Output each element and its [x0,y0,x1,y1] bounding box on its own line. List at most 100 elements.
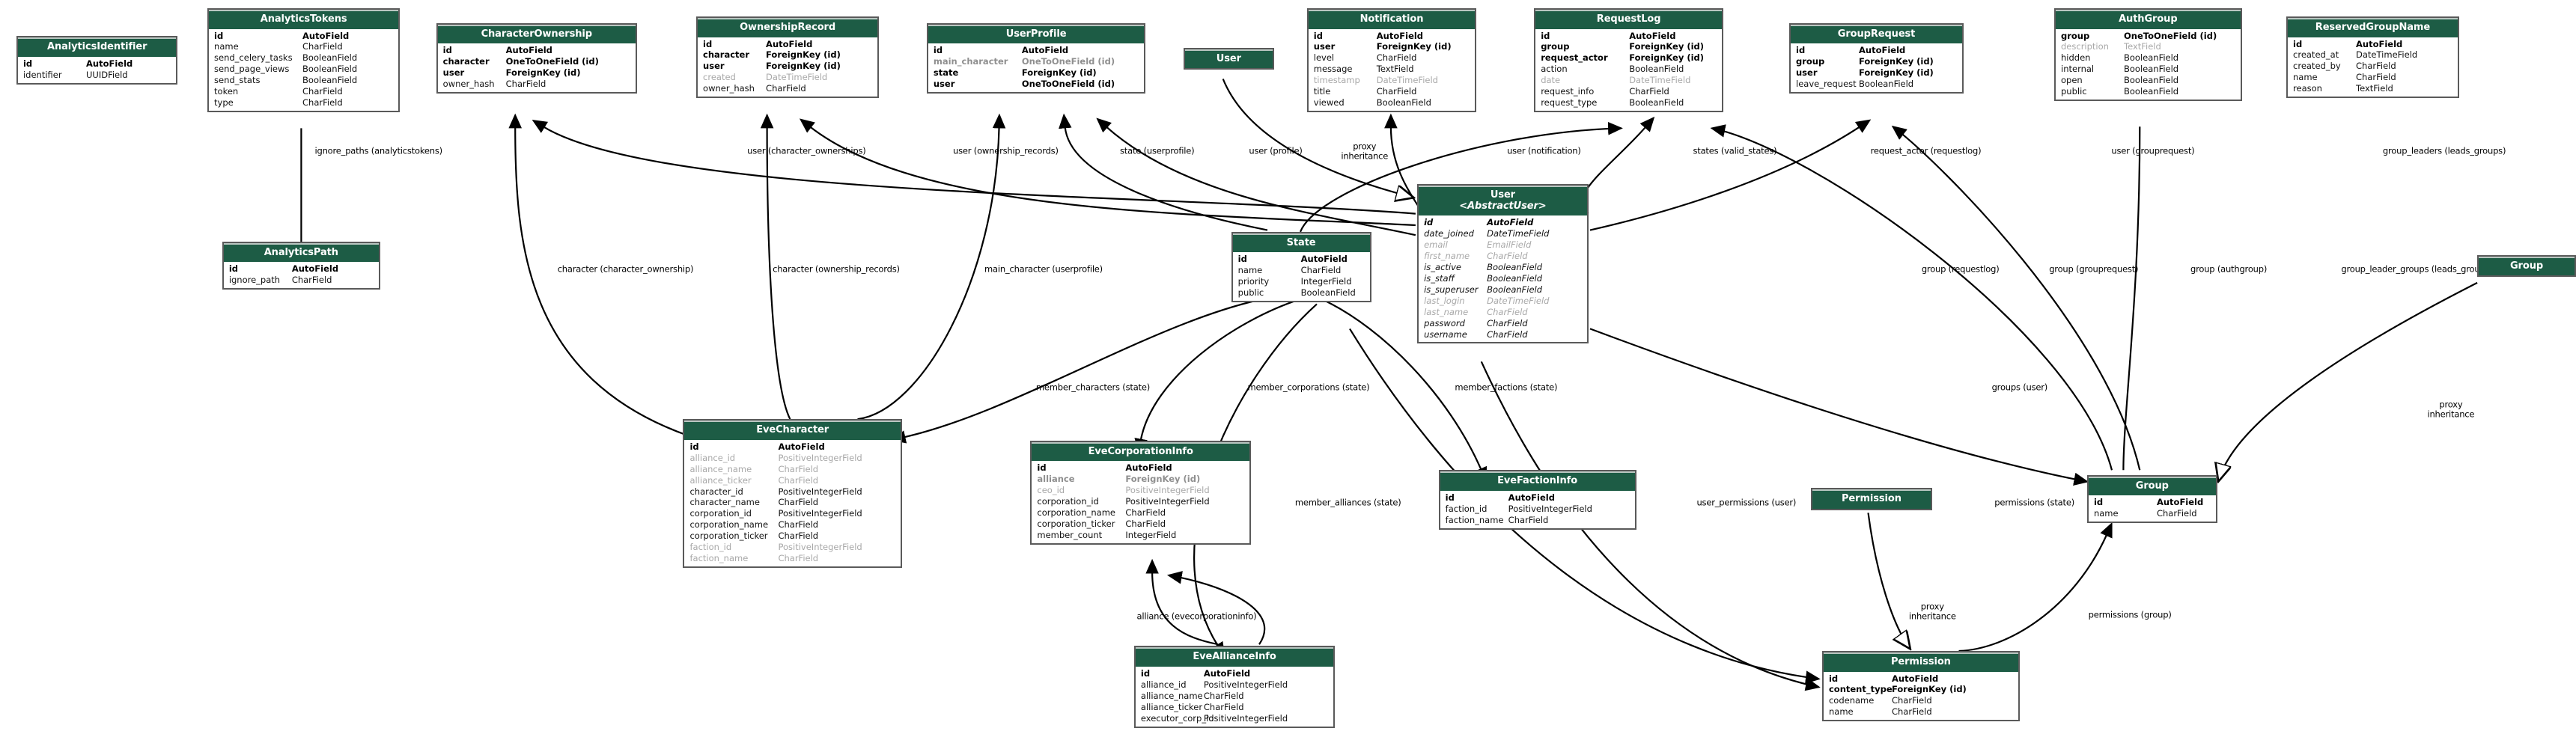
table-name: EveCharacter [756,424,829,436]
table-title-analyticstokens: AnalyticsTokens [209,9,399,29]
field-type: CharField [766,83,806,94]
edge-label: user (profile) [1249,145,1303,156]
field-type: CharField [2356,72,2396,83]
field-type: CharField [1508,514,1549,525]
model-table-group-proxy-far[interactable]: Group [2477,254,2576,278]
field-name: id [689,441,699,452]
field-type: CharField [1487,250,1528,261]
field-name: id [442,45,452,56]
edge-label: user_permissions (user) [1696,497,1797,508]
field-name: ignore_path [228,275,281,286]
edge-evecorporationinfo-to-eveallianceinfo [1145,558,1218,645]
field-name: state [933,67,959,79]
table-name: GroupRequest [1837,28,1916,40]
field-type: PositiveIntegerField [1125,496,1210,507]
edge-label: request_actor (requestlog) [1870,145,1982,156]
field-name: hidden [2061,52,2091,64]
field-type: ForeignKey (id) [1891,684,1967,695]
field-name: date_joined [1424,228,1474,239]
table-title-authgroup: AuthGroup [2056,9,2241,29]
field-name: leave_request [1796,79,1857,90]
field-name: public [2061,86,2087,97]
field-type: BooleanField [302,75,358,86]
edge-label-line: proxy [1920,601,1944,612]
field-name: id [1140,667,1151,679]
field-type: BooleanField [302,64,358,75]
field-type: BooleanField [2124,64,2179,75]
table-title-permission-proxy: Permission [1812,489,1931,510]
edge-userprofile-to-state [1059,113,1267,230]
table-title-userprofile: UserProfile [928,24,1145,44]
field-type: AutoField [302,30,350,41]
field-name: open [2061,75,2083,86]
table-name: AuthGroup [2119,13,2178,25]
field-name: alliance_name [1140,690,1203,701]
field-type: CharField [1125,507,1166,519]
field-name: id [2093,497,2104,508]
table-title-state: State [1232,233,1370,253]
field-name: level [1313,52,1335,64]
model-table-user-proxy[interactable]: User [1183,47,1274,70]
field-type: DateTimeField [2356,49,2418,61]
edge-label: alliance (evecorporationinfo) [1136,611,1257,622]
edge-label: user (grouprequest) [2111,145,2195,156]
field-type: PositiveIntegerField [1125,485,1210,496]
edge-label: permissions (state) [1994,497,2074,508]
table-title-notification: Notification [1308,9,1476,29]
edge-label: main_character (userprofile) [984,263,1103,275]
table-title-ownershiprecord: OwnershipRecord [698,17,878,37]
field-name: internal [2061,64,2095,75]
field-type: ForeignKey (id) [1376,41,1452,52]
field-name: ceo_id [1037,485,1065,496]
table-name: EveFactionInfo [1497,475,1578,487]
field-name: name [1828,706,1854,718]
edge-label: states (valid_states) [1693,145,1777,156]
field-name: alliance [1037,474,1075,485]
field-type: AutoField [1203,667,1251,679]
model-table-permission-proxy[interactable]: Permission [1810,488,1933,511]
edge-label: groups (user) [1991,382,2048,394]
